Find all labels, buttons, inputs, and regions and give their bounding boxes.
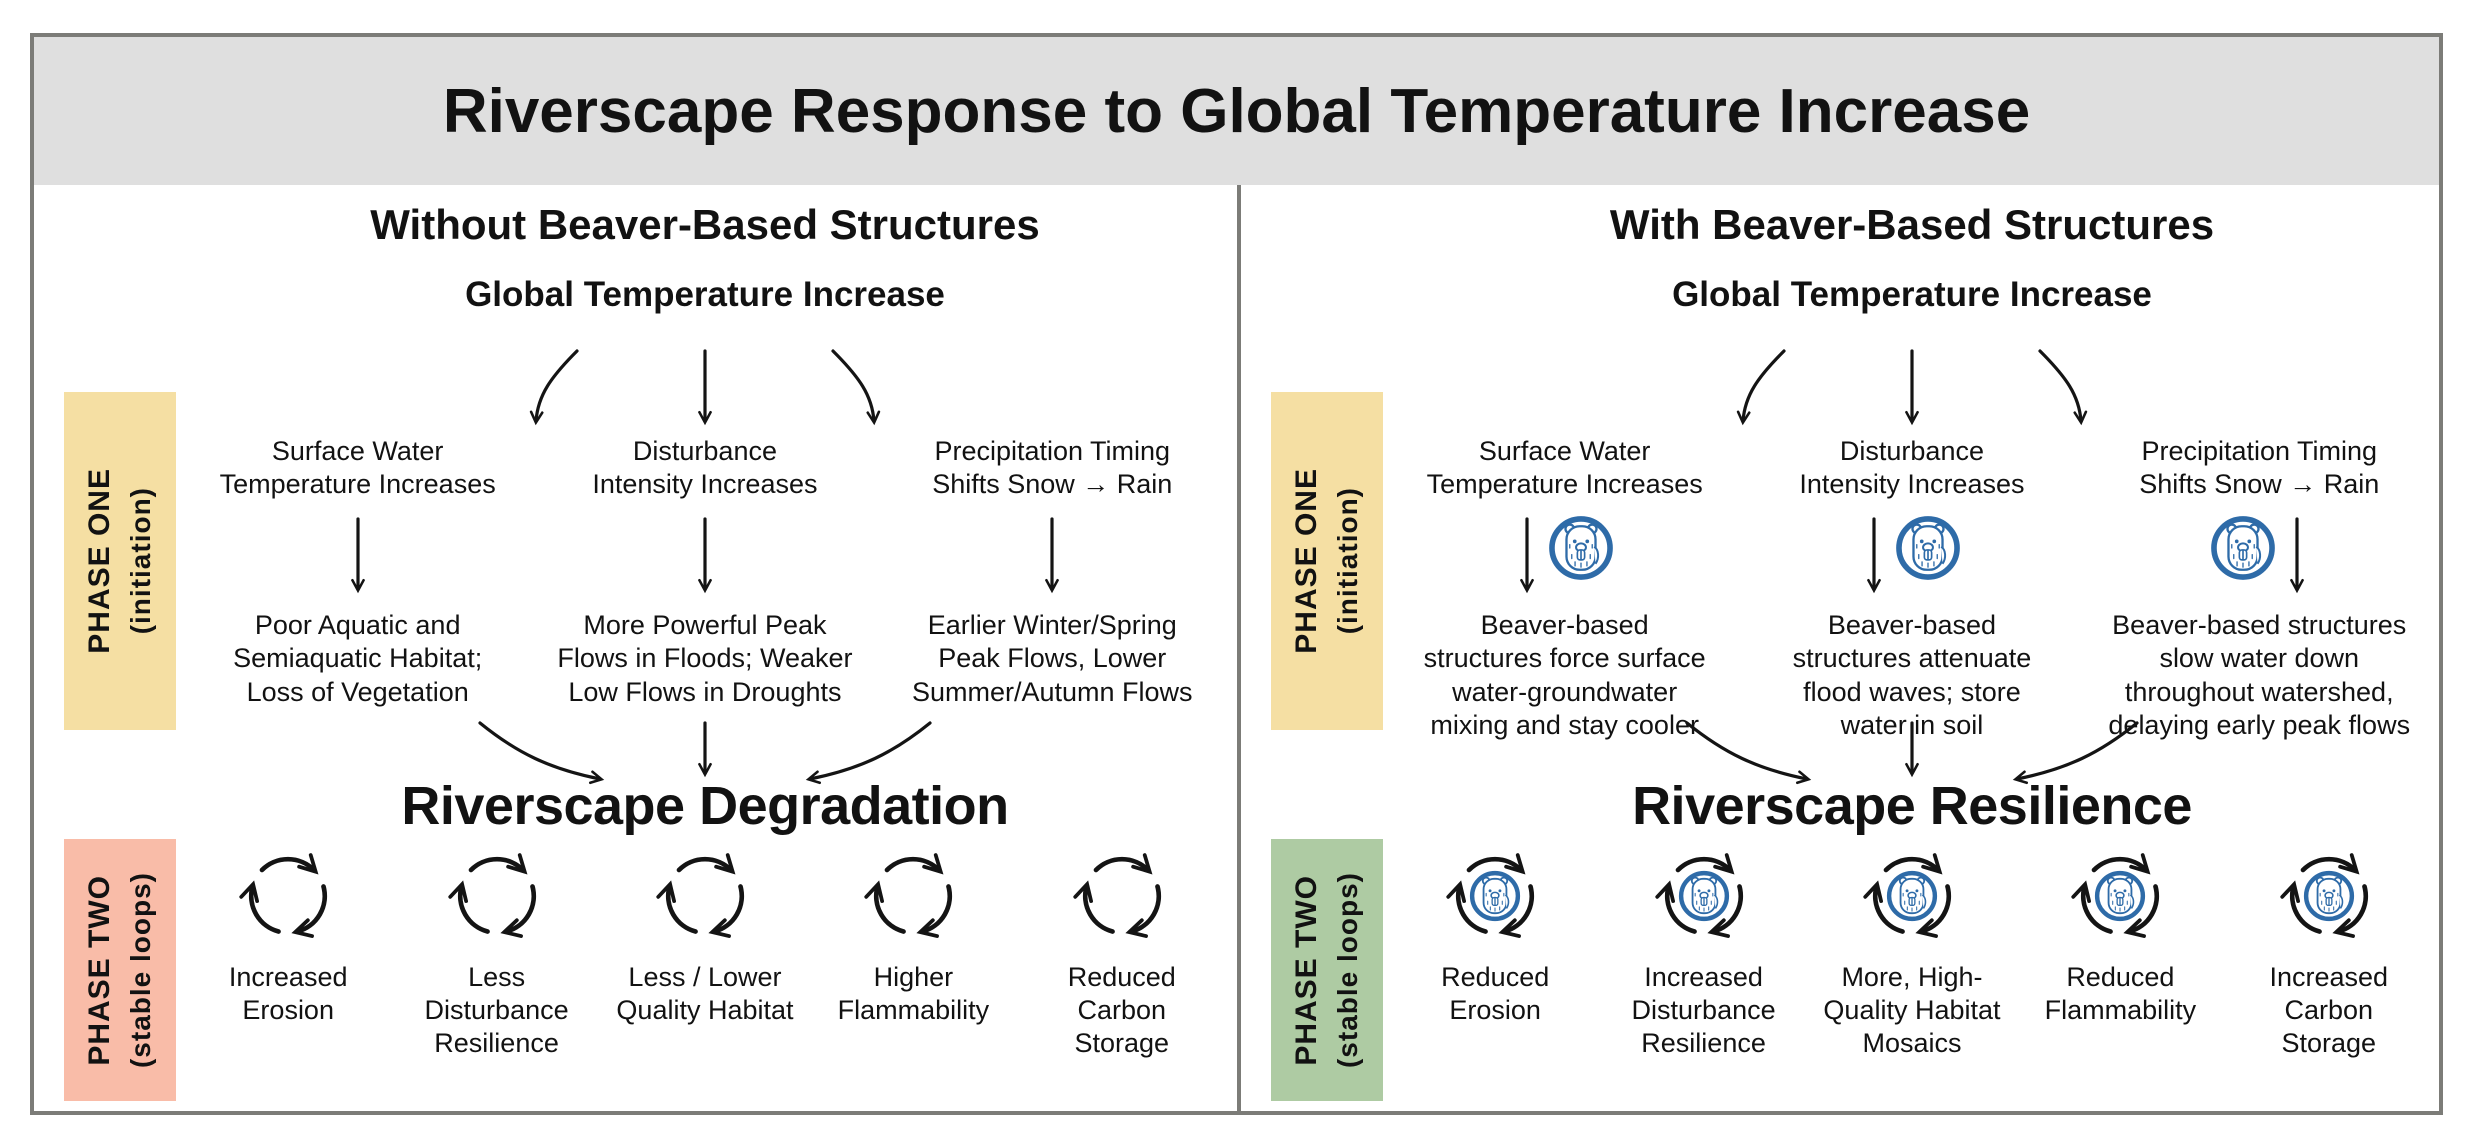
phase-one-label: PHASE ONE	[83, 468, 116, 654]
mid-arrow-row	[1391, 515, 2433, 603]
outcome-heading: Riverscape Degradation	[401, 776, 1009, 836]
loop-row: Reduced Erosion Increased Disturbance Re…	[1391, 845, 2433, 1060]
loop-item: Higher Flammability	[809, 845, 1017, 1060]
loop-label: Increased Disturbance Resilience	[1631, 962, 1776, 1058]
loop-item: Reduced Carbon Storage	[1018, 845, 1226, 1060]
effect-text: Beaver-based structures force surface wa…	[1423, 610, 1706, 741]
driver-text: Disturbance Intensity Increases	[592, 436, 818, 500]
beaver-icon	[1469, 870, 1521, 922]
loop-label: Less / Lower Quality Habitat	[616, 962, 794, 1025]
loop-item: Reduced Erosion	[1391, 845, 1599, 1060]
panel-without-beaver: PHASE ONE (initiation) PHASE TWO (stable…	[34, 185, 1230, 1111]
loop-item: Increased Disturbance Resilience	[1599, 845, 1807, 1060]
loop-item: Less Disturbance Resilience	[392, 845, 600, 1060]
phase-two-box: PHASE TWO (stable loops)	[1271, 839, 1383, 1101]
loop-item: Reduced Flammability	[2016, 845, 2224, 1060]
driver-text: Surface Water Temperature Increases	[1426, 436, 1703, 500]
effect-row: Poor Aquatic and Semiaquatic Habitat; Lo…	[184, 609, 1226, 709]
panel-title: Without Beaver-Based Structures	[370, 201, 1040, 248]
beaver-icon	[2094, 870, 2146, 922]
page-title: Riverscape Response to Global Temperatur…	[442, 76, 2031, 146]
driver-text: Precipitation Timing Shifts Snow → Rain	[2139, 436, 2380, 500]
phase-one-box: PHASE ONE (initiation)	[1271, 392, 1383, 730]
global-temperature-label: Global Temperature Increase	[1672, 275, 2152, 314]
beaver-icon	[2303, 870, 2355, 922]
loop-label: More, High- Quality Habitat Mosaics	[1823, 962, 2001, 1058]
driver-row: Surface Water Temperature Increases Dist…	[184, 435, 1226, 502]
loop-item: Increased Carbon Storage	[2225, 845, 2433, 1060]
cycle-arrows-icon	[862, 845, 964, 947]
global-temperature-label: Global Temperature Increase	[465, 275, 945, 314]
cycle-arrows-icon	[446, 845, 548, 947]
panel-divider	[1237, 185, 1241, 1111]
phase-two-label: PHASE TWO	[1290, 874, 1323, 1066]
phase-one-label: PHASE ONE	[1290, 468, 1323, 654]
beaver-icon	[1678, 870, 1730, 922]
loop-label: Increased Erosion	[228, 962, 348, 1025]
phase-one-sublabel: (initiation)	[125, 487, 156, 635]
fan-arrows-icon	[529, 349, 881, 426]
beaver-icon	[1886, 870, 1938, 922]
down-arrow-icon	[1519, 517, 1534, 594]
driver-text: Surface Water Temperature Increases	[219, 436, 496, 500]
beaver-icon	[1548, 515, 1614, 581]
driver-text: Precipitation Timing Shifts Snow → Rain	[932, 436, 1173, 500]
effect-text: Poor Aquatic and Semiaquatic Habitat; Lo…	[233, 610, 483, 707]
panel-content: With Beaver-Based Structures Global Temp…	[1391, 185, 2433, 1111]
title-band: Riverscape Response to Global Temperatur…	[34, 37, 2439, 185]
loop-label: Increased Carbon Storage	[2269, 962, 2389, 1058]
loop-item: Less / Lower Quality Habitat	[601, 845, 809, 1060]
down-arrow-icon	[350, 517, 365, 594]
panel-title: With Beaver-Based Structures	[1609, 201, 2215, 248]
loop-label: Less Disturbance Resilience	[424, 962, 569, 1058]
loop-item: More, High- Quality Habitat Mosaics	[1808, 845, 2016, 1060]
diagram-frame: Riverscape Response to Global Temperatur…	[30, 33, 2443, 1115]
phase-two-label: PHASE TWO	[83, 874, 116, 1066]
phase-two-box: PHASE TWO (stable loops)	[64, 839, 176, 1101]
phase-two-sublabel: (stable loops)	[125, 871, 156, 1068]
down-arrow-icon	[1867, 517, 1881, 594]
phase-one-box: PHASE ONE (initiation)	[64, 392, 176, 730]
down-arrow-icon	[2290, 517, 2305, 594]
mid-arrow-row	[184, 515, 1226, 603]
panel-content: Without Beaver-Based Structures Global T…	[184, 185, 1226, 1111]
loop-label: Higher Flammability	[837, 962, 990, 1025]
cycle-arrows-icon	[237, 845, 339, 947]
loop-row: Increased Erosion Less Disturbance Resil…	[184, 845, 1226, 1060]
effect-text: Beaver-based structures slow water down …	[2108, 610, 2411, 741]
effect-text: Beaver-based structures attenuate flood …	[1792, 610, 2032, 741]
diagram-body: PHASE ONE (initiation) PHASE TWO (stable…	[34, 185, 2439, 1111]
cycle-arrows-icon	[654, 845, 756, 947]
down-arrow-icon	[1045, 517, 1060, 594]
converge-arrows-icon	[1685, 721, 2139, 785]
effect-text: Earlier Winter/Spring Peak Flows, Lower …	[911, 610, 1193, 707]
down-arrow-icon	[698, 517, 712, 594]
beaver-icon	[2210, 515, 2276, 581]
outcome-heading: Riverscape Resilience	[1632, 776, 2192, 836]
fan-arrows-icon	[1736, 349, 2088, 426]
driver-text: Disturbance Intensity Increases	[1799, 436, 2025, 500]
loop-label: Reduced Flammability	[2044, 962, 2197, 1025]
cycle-arrows-icon	[1071, 845, 1173, 947]
converge-arrows-icon	[478, 721, 932, 785]
loop-label: Reduced Erosion	[1441, 962, 1550, 1025]
effect-row: Beaver-based structures force surface wa…	[1391, 609, 2433, 743]
driver-row: Surface Water Temperature Increases Dist…	[1391, 435, 2433, 502]
panel-with-beaver: PHASE ONE (initiation) PHASE TWO (stable…	[1241, 185, 2437, 1111]
phase-one-sublabel: (initiation)	[1332, 487, 1363, 635]
loop-item: Increased Erosion	[184, 845, 392, 1060]
loop-label: Reduced Carbon Storage	[1067, 962, 1176, 1058]
effect-text: More Powerful Peak Flows in Floods; Weak…	[557, 610, 853, 707]
beaver-icon	[1895, 515, 1961, 581]
phase-two-sublabel: (stable loops)	[1332, 871, 1363, 1068]
